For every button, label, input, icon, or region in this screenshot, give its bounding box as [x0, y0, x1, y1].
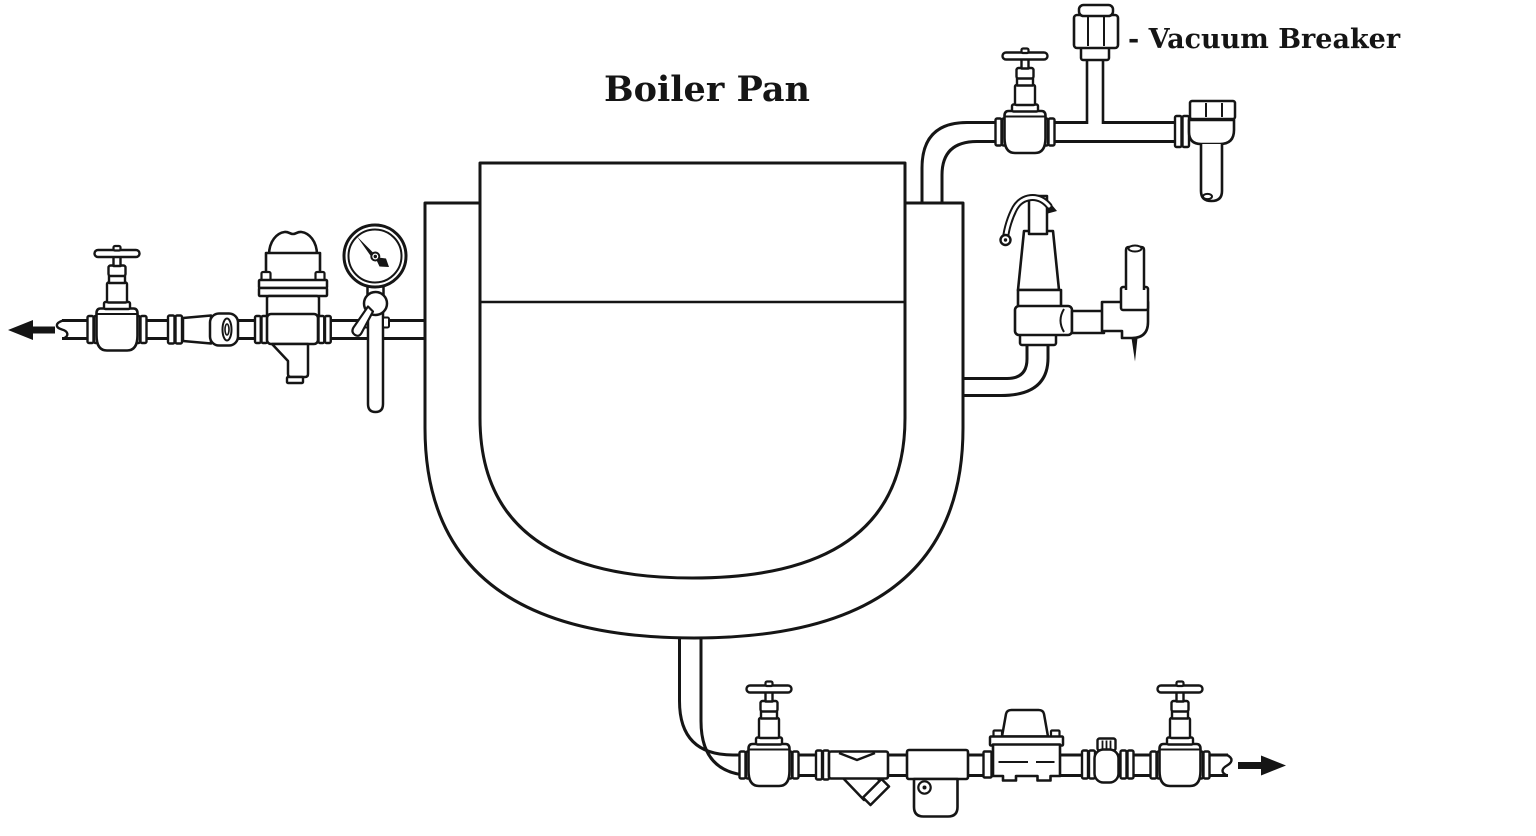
steam-trap	[982, 708, 1065, 782]
flow-arrow-right	[1238, 755, 1286, 776]
vacuum-breaker-label: - Vacuum Breaker	[1128, 24, 1401, 55]
check-union-ring	[1080, 749, 1090, 780]
check-valve-body	[1093, 748, 1120, 784]
diagram-title: Boiler Pan	[604, 69, 810, 110]
vent-pipe	[920, 121, 1176, 210]
vent-drop-pipe-opening	[1202, 192, 1213, 201]
relief-valve-outlet-bell	[1059, 308, 1065, 333]
trap-cap	[1000, 708, 1050, 738]
relief-drip-needle	[1131, 338, 1138, 362]
relief-discharge-opening	[1127, 244, 1143, 253]
supply-globe-valve	[86, 244, 148, 352]
supply-pipe-break	[55, 319, 69, 340]
right-arrow-shaft	[1238, 762, 1264, 769]
drain-fittings	[738, 680, 1211, 818]
check-valve	[1080, 737, 1135, 784]
gauge-cock-lever	[351, 305, 375, 337]
drain-pipe	[678, 596, 1228, 757]
vent-pipe-inner	[940, 140, 1176, 210]
drip-leg	[905, 748, 970, 818]
vacuum-breaker-pipe	[1085, 60, 1105, 124]
union-nut	[208, 312, 240, 347]
check-union-ring	[1119, 749, 1128, 780]
vent-union-ring	[1173, 114, 1183, 149]
gauge-siphon-tube	[366, 310, 385, 414]
gauge-hub-dot	[373, 254, 377, 259]
y-strainer	[827, 750, 891, 807]
vacuum-breaker-hex-facets	[1087, 17, 1105, 46]
prv-inline-body	[265, 312, 320, 346]
check-union-ring	[1126, 749, 1135, 780]
gauge-tee-shoulder	[382, 316, 390, 329]
vent-elbow-hex-facets	[1205, 103, 1223, 117]
prv-foot	[285, 375, 305, 385]
safety-relief-valve	[999, 194, 1150, 362]
drain-union-ring	[814, 749, 824, 781]
prv-flange	[323, 314, 332, 345]
relief-lever	[1004, 196, 1051, 240]
relief-outlet-nipple	[1070, 309, 1106, 335]
drip-pot-plug	[917, 780, 932, 795]
drain-globe-valve	[738, 680, 800, 788]
prv-flange	[317, 314, 326, 345]
right-arrow-head	[1261, 755, 1286, 776]
inner-pan	[478, 161, 907, 580]
relief-discharge-stack	[1124, 245, 1146, 290]
pipe-union	[166, 312, 240, 347]
prv-flange	[253, 314, 262, 345]
supply-fittings	[86, 223, 408, 414]
prv-spring-housing	[264, 251, 322, 283]
union-nut-face	[221, 317, 233, 342]
relief-discharge-sleeve	[1119, 285, 1150, 312]
drip-pot-plug-dot	[922, 785, 927, 790]
vacuum-breaker-hex-body	[1072, 13, 1120, 50]
drip-tee	[905, 748, 970, 781]
strainer-body	[827, 750, 890, 780]
vent-line	[920, 3, 1237, 210]
relief-feed-pipe	[954, 345, 1029, 380]
vacuum-breaker	[1072, 3, 1120, 124]
drain-pipe-break	[1221, 753, 1233, 777]
vent-outlet-elbow	[1173, 99, 1237, 203]
left-arrow-head	[8, 320, 33, 340]
prv-lower-body	[270, 342, 310, 379]
pressure-gauge	[342, 223, 408, 414]
prv-dome	[267, 230, 319, 257]
relief-valve-bonnet-cone	[1016, 229, 1061, 292]
vent-elbow-body	[1187, 118, 1236, 146]
union-taper	[181, 314, 213, 345]
vent-elbow-hex-cap	[1188, 99, 1237, 121]
vent-globe-valve	[994, 47, 1056, 155]
pressure-reducing-valve	[253, 230, 332, 385]
union-nut-bore	[224, 323, 230, 336]
safety-relief-line	[954, 194, 1150, 397]
vent-drop-pipe	[1199, 144, 1224, 203]
vacuum-breaker-cap	[1077, 3, 1115, 18]
vacuum-breaker-pipe-fill	[1086, 58, 1104, 124]
gauge-dial-ring	[347, 228, 403, 284]
flow-arrow-left	[8, 320, 55, 340]
boiler-pan-vessel	[423, 161, 965, 640]
relief-feed-pipe-inner	[954, 345, 1050, 397]
trap-flange	[982, 750, 993, 779]
left-arrow-shaft	[31, 326, 55, 334]
strainer-chevron	[838, 751, 876, 762]
outlet-globe-valve	[1149, 680, 1211, 788]
relief-lever-ball-dot	[1003, 238, 1008, 242]
check-valve-cap-ribs	[1101, 740, 1112, 749]
strainer-cap	[861, 777, 891, 807]
drip-pot	[912, 777, 959, 818]
